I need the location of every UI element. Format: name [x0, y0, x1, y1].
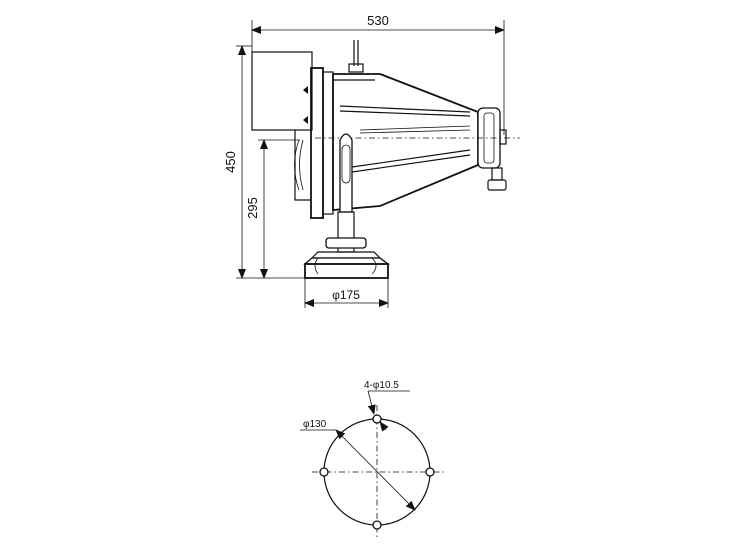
- bolt-hole: [425, 467, 435, 477]
- overall-length-label: 530: [367, 13, 389, 28]
- pivot-yoke: [339, 133, 353, 213]
- mounting-flange: [310, 67, 324, 219]
- cable-gland: [487, 179, 507, 191]
- lamp-body: [332, 73, 479, 211]
- bolt-hole: [372, 414, 382, 424]
- hole-spec-label: 4-φ10.5: [364, 380, 399, 391]
- bolt-pattern-view: φ130 4-φ10.5: [300, 380, 446, 538]
- bolt-hole: [372, 520, 382, 530]
- bolt-hole: [319, 467, 329, 477]
- dim-base-diameter: φ175: [304, 278, 389, 308]
- pivot-height-label: 295: [245, 197, 260, 219]
- dim-overall-length: 530: [251, 13, 505, 135]
- dim-overall-height: 450: [223, 45, 305, 279]
- dim-pivot-height: 295: [245, 139, 300, 279]
- motor-housing: [251, 51, 313, 131]
- base-diameter-label: φ175: [332, 288, 360, 302]
- pcd-label: φ130: [303, 419, 327, 430]
- overall-height-label: 450: [223, 151, 238, 173]
- side-elevation-view: 530 450 295 φ175: [223, 13, 520, 308]
